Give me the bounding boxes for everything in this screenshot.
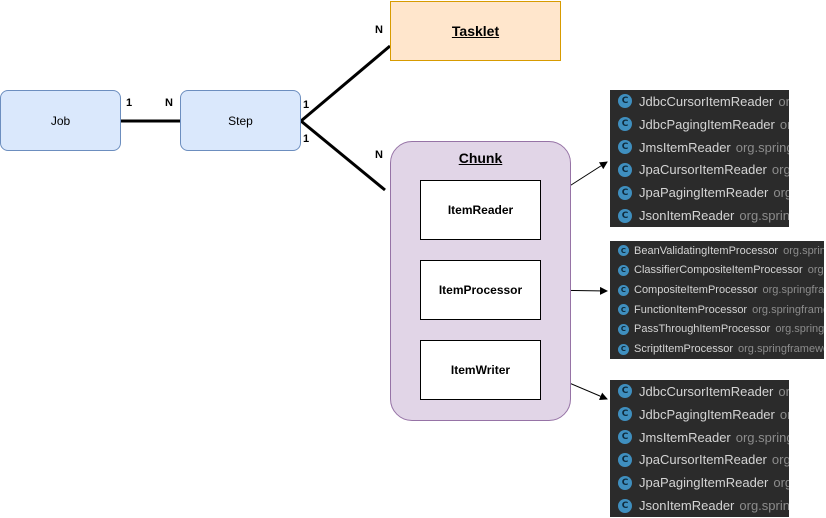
class-name: ScriptItemProcessor xyxy=(634,343,734,356)
class-list-item: C ScriptItemProcessor org.springframework xyxy=(610,343,824,355)
class-list-item: C FunctionItemProcessor org.springframewor… xyxy=(610,304,824,316)
class-package: org.springframework xyxy=(739,498,789,514)
class-package: org.springframework xyxy=(762,284,825,297)
class-package: org.springframework xyxy=(735,139,789,155)
class-package: org.springframework xyxy=(773,185,789,201)
class-name: JpaCursorItemReader xyxy=(639,162,767,178)
class-icon: C xyxy=(618,384,632,399)
class-icon: C xyxy=(618,430,632,445)
class-icon: C xyxy=(618,208,632,223)
class-icon: C xyxy=(618,323,629,335)
class-list-item: C JdbcPagingItemReader org.springframework xyxy=(610,117,789,132)
class-package: org.springframework xyxy=(735,429,789,445)
class-name: BeanValidatingItemProcessor xyxy=(634,244,779,257)
class-package: org.springframework xyxy=(739,208,789,224)
class-package: org.springframework xyxy=(773,475,789,491)
class-icon: C xyxy=(618,162,632,177)
step-multiplicity-from-job: N xyxy=(165,97,173,109)
class-list-item: C JdbcCursorItemReader org.springframework xyxy=(610,384,789,399)
class-name: JdbcCursorItemReader xyxy=(639,93,774,109)
class-icon: C xyxy=(618,498,632,513)
processor-classes-list: C BeanValidatingItemProcessor org.springfr… xyxy=(610,241,824,359)
class-icon: C xyxy=(618,475,632,490)
class-package: org.springframework xyxy=(783,244,824,257)
reader-classes-list: C JdbcCursorItemReader org.springframework… xyxy=(610,90,789,227)
class-icon: C xyxy=(618,407,632,422)
class-package: org.springframework xyxy=(807,264,824,277)
class-name: JdbcCursorItemReader xyxy=(639,383,774,399)
class-name: JmsItemReader xyxy=(639,139,731,155)
class-name: FunctionItemProcessor xyxy=(634,303,748,316)
class-list-item: C BeanValidatingItemProcessor org.springfr… xyxy=(610,245,824,257)
class-list-item: C JdbcCursorItemReader org.springframework xyxy=(610,94,789,109)
class-package: org.springframework xyxy=(778,383,789,399)
class-name: JsonItemReader xyxy=(639,498,735,514)
step-multiplicity-tasklet: 1 xyxy=(303,99,310,111)
class-package: org.springframework xyxy=(771,452,789,468)
step-node: Step xyxy=(180,90,301,151)
class-icon: C xyxy=(618,117,632,132)
class-name: CompositeItemProcessor xyxy=(634,284,758,297)
class-package: org.springframework xyxy=(771,162,789,178)
chunk-multiplicity: N xyxy=(375,149,383,161)
class-icon: C xyxy=(618,343,629,355)
class-list-item: C CompositeItemProcessor org.springframewo… xyxy=(610,284,824,296)
class-icon: C xyxy=(618,304,629,316)
job-multiplicity: 1 xyxy=(126,97,133,109)
item-reader-node: ItemReader xyxy=(420,180,541,240)
class-icon: C xyxy=(618,185,632,200)
class-name: JsonItemReader xyxy=(639,208,735,224)
class-list-item: C PassThroughItemProcessor org.springframe… xyxy=(610,323,824,335)
class-package: org.springframework xyxy=(779,406,789,422)
class-name: JdbcPagingItemReader xyxy=(639,406,775,422)
class-icon: C xyxy=(618,94,632,109)
item-processor-node: ItemProcessor xyxy=(420,260,541,320)
item-writer-node: ItemWriter xyxy=(420,340,541,400)
class-name: JpaPagingItemReader xyxy=(639,185,769,201)
class-icon: C xyxy=(618,245,629,257)
tasklet-multiplicity: N xyxy=(375,24,383,36)
class-icon: C xyxy=(618,264,629,276)
tasklet-node: Tasklet xyxy=(390,1,561,61)
class-list-item: C JdbcPagingItemReader org.springframework xyxy=(610,407,789,422)
class-package: org.springframework xyxy=(775,323,824,336)
class-list-item: C ClassifierCompositeItemProcessor org.spr… xyxy=(610,264,824,276)
class-name: JpaPagingItemReader xyxy=(639,475,769,491)
class-icon: C xyxy=(618,452,632,467)
class-name: PassThroughItemProcessor xyxy=(634,323,771,336)
class-icon: C xyxy=(618,284,629,296)
step-multiplicity-chunk: 1 xyxy=(303,133,310,145)
writer-classes-list: C JdbcCursorItemReader org.springframework… xyxy=(610,380,789,517)
class-name: JdbcPagingItemReader xyxy=(639,116,775,132)
job-node: Job xyxy=(0,90,121,151)
class-icon: C xyxy=(618,140,632,155)
class-package: org.springframework xyxy=(752,303,824,316)
class-package: org.springframework xyxy=(778,93,789,109)
class-package: org.springframework xyxy=(779,116,789,132)
class-name: JmsItemReader xyxy=(639,429,731,445)
class-name: ClassifierCompositeItemProcessor xyxy=(634,264,803,277)
class-name: JpaCursorItemReader xyxy=(639,452,767,468)
class-package: org.springframework xyxy=(738,343,824,356)
step-chunk-link xyxy=(300,119,386,192)
step-tasklet-link xyxy=(300,44,391,123)
